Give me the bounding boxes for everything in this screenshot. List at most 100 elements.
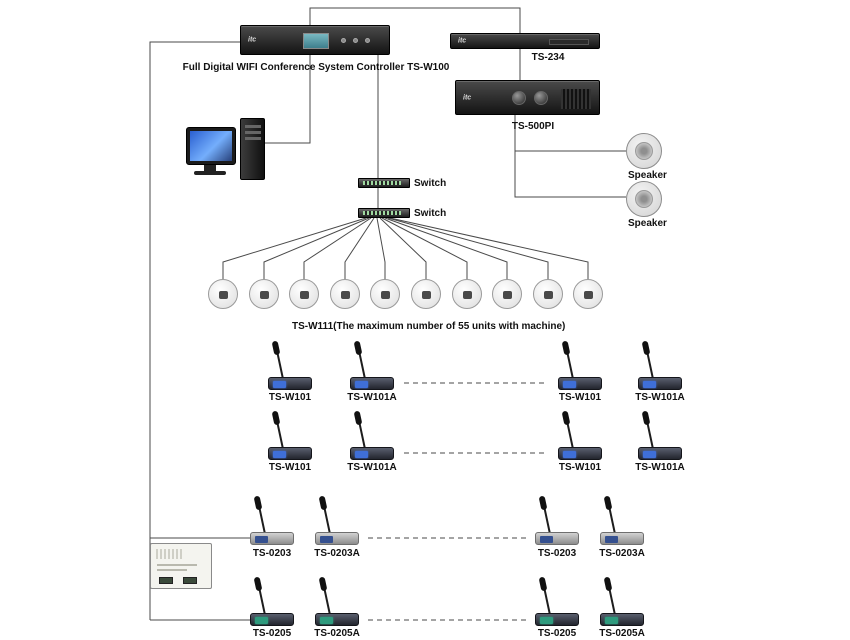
mic-label: TS-W101 [558, 462, 602, 473]
wireless-mic [544, 340, 616, 390]
mic-base [638, 377, 682, 390]
wired-mic [586, 495, 658, 545]
switch-ports [363, 211, 401, 215]
speaker-cone [635, 142, 653, 160]
wireless-mic [624, 340, 696, 390]
mic-capsule-icon [318, 576, 328, 592]
mic-screen [255, 536, 268, 543]
psu-vents [156, 549, 182, 559]
mic-label: TS-0203 [537, 548, 577, 559]
ceiling-speaker-1 [626, 133, 662, 169]
mic-base [350, 447, 394, 460]
mic-label: TS-0205A [599, 628, 645, 639]
controller-knob [353, 38, 358, 43]
mic-capsule-icon [603, 576, 613, 592]
unit-logo [463, 291, 472, 299]
rack-slot [549, 39, 589, 45]
mic-base [250, 613, 294, 626]
mic-screen [355, 451, 368, 458]
switch1-label: Switch [414, 178, 447, 189]
unit-logo [422, 291, 431, 299]
ceiling-unit [452, 279, 482, 309]
ceiling-speaker-2 [626, 181, 662, 217]
mic-screen [273, 451, 286, 458]
mic-label: TS-W101A [347, 392, 397, 403]
mic-label: TS-W101A [635, 462, 685, 473]
unit-logo [544, 291, 553, 299]
monitor-base [194, 171, 226, 175]
speaker2-label: Speaker [628, 218, 667, 229]
psu-terminal [183, 577, 197, 584]
wireless-mic [336, 410, 408, 460]
controller-screen [303, 33, 329, 49]
wired-mic [236, 576, 308, 626]
switch-ports [363, 181, 401, 185]
mic-base [315, 613, 359, 626]
mic-capsule-icon [561, 340, 571, 356]
amp-vent [561, 89, 591, 109]
monitor-stand [204, 165, 216, 171]
mic-screen [355, 381, 368, 388]
mic-screen [605, 617, 618, 624]
ceiling-unit [492, 279, 522, 309]
mic-capsule-icon [253, 495, 263, 511]
monitor-screen [190, 131, 232, 161]
ceiling-unit [411, 279, 441, 309]
drive-bay [245, 125, 261, 128]
psu-detail [157, 569, 187, 571]
mic-base [535, 613, 579, 626]
mic-screen [605, 536, 618, 543]
amp-knob [534, 91, 548, 105]
wired-mic [301, 576, 373, 626]
ceiling-units-note: TS-W111(The maximum number of 55 units w… [292, 321, 566, 332]
mic-screen [540, 617, 553, 624]
computer-monitor [186, 127, 236, 165]
drive-bay [245, 131, 261, 134]
mic-label: TS-W101A [347, 462, 397, 473]
brand-logo: itc [458, 37, 467, 45]
network-switch-1 [358, 178, 410, 188]
ceiling-unit [249, 279, 279, 309]
conference-controller-ts-w100: itc [240, 25, 390, 55]
mic-label: TS-0203A [599, 548, 645, 559]
mic-capsule-icon [353, 340, 363, 356]
mic-screen [320, 617, 333, 624]
mic-capsule-icon [318, 495, 328, 511]
mic-label: TS-0203 [252, 548, 292, 559]
mic-base [268, 447, 312, 460]
mic-capsule-icon [641, 340, 651, 356]
psu-detail [157, 564, 197, 566]
mic-base [350, 377, 394, 390]
mic-base [558, 447, 602, 460]
mic-capsule-icon [271, 340, 281, 356]
wireless-mic [624, 410, 696, 460]
mic-screen [563, 381, 576, 388]
wireless-mic [336, 340, 408, 390]
ceiling-unit [330, 279, 360, 309]
mic-base [638, 447, 682, 460]
mic-screen [540, 536, 553, 543]
amp-knob [512, 91, 526, 105]
wired-mic [521, 495, 593, 545]
wireless-mic [544, 410, 616, 460]
power-supply-unit [150, 543, 212, 589]
mic-base [315, 532, 359, 545]
wired-mic [586, 576, 658, 626]
unit-logo [300, 291, 309, 299]
ceiling-unit [533, 279, 563, 309]
mic-base [535, 532, 579, 545]
mic-base [250, 532, 294, 545]
mic-label: TS-W101 [268, 462, 312, 473]
mic-base [600, 613, 644, 626]
mic-base [600, 532, 644, 545]
brand-logo: itc [248, 36, 257, 44]
amplifier-ts500pi: itc [455, 80, 600, 115]
rack-ts234: itc [450, 33, 600, 49]
speaker-cone [635, 190, 653, 208]
mic-capsule-icon [561, 410, 571, 426]
unit-logo [260, 291, 269, 299]
switch2-label: Switch [414, 208, 447, 219]
mic-label: TS-0205 [537, 628, 577, 639]
mic-screen [320, 536, 333, 543]
